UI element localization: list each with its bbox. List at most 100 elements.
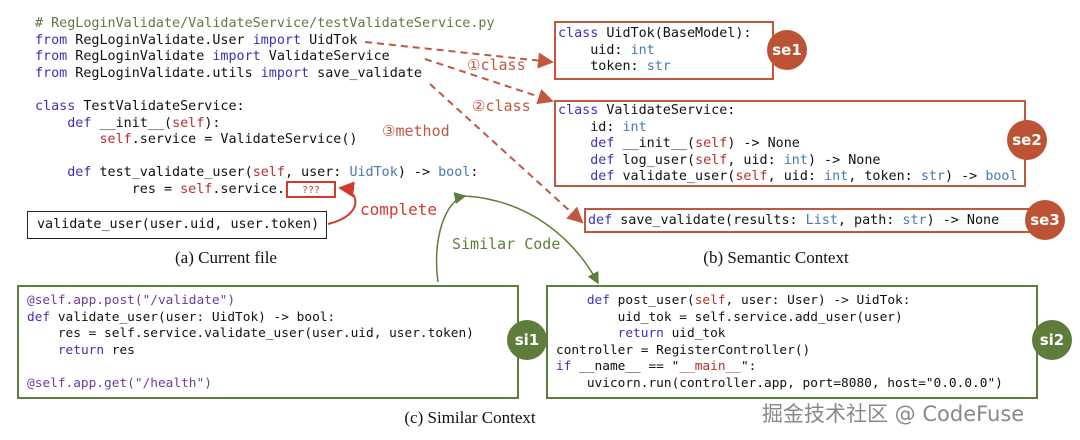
code-token: import [252, 32, 302, 48]
code-token: ) -> None [926, 213, 1000, 228]
label-class-1: ①class [467, 56, 526, 74]
code-token: , user: User) -> UidTok: [725, 293, 911, 308]
code-token: from [35, 65, 68, 81]
code-token: __init__( [614, 136, 696, 152]
code-token [27, 343, 58, 358]
code-token: str [902, 213, 927, 228]
se3-code: def save_validate(results: List, path: s… [588, 213, 999, 230]
complete-label: complete [360, 200, 438, 219]
code-token: self [172, 115, 205, 131]
code-line: class ValidateService: [558, 103, 1018, 120]
code-token: uvicorn.run(controller.app, port=8080, h… [556, 375, 1003, 391]
code-token: ) -> None [807, 152, 881, 168]
code-token: token: [558, 59, 647, 75]
code-token: .service. [212, 181, 285, 197]
code-token: __init__( [91, 115, 173, 131]
si1-badge: si1 [507, 320, 547, 360]
code-line: from RegLoginValidate.utils import save_… [35, 66, 495, 83]
code-line: def __init__(self) -> None [558, 136, 1018, 153]
code-token: ) -> [945, 169, 986, 185]
label-similar-code: Similar Code [452, 235, 561, 253]
code-token: UidTok(BaseModel): [598, 26, 752, 41]
code-line: uvicorn.run(controller.app, port=8080, h… [556, 376, 1003, 393]
code-token: def [590, 152, 615, 168]
code-token: self [252, 165, 285, 181]
current-file-code: # RegLoginValidate/ValidateService/testV… [35, 16, 495, 199]
code-token: ) -> [397, 165, 439, 181]
code-token: import [212, 49, 261, 65]
similar-code-arrow-right [464, 195, 599, 285]
code-token [35, 165, 67, 180]
completion-text: validate_user(user.uid, user.token) [37, 217, 320, 232]
code-line: from RegLoginValidate import ValidateSer… [35, 49, 495, 66]
code-token: self [99, 132, 132, 148]
code-token: return [57, 342, 105, 358]
code-line: self.service = ValidateService() [35, 132, 495, 149]
caption-similar-context: (c) Similar Context [404, 408, 536, 427]
code-token: post_user( [609, 293, 695, 308]
code-token: save_validate(results: [612, 213, 806, 228]
code-token: int [824, 169, 849, 185]
code-line: res = self.service. [35, 182, 495, 199]
completion-box: validate_user(user.uid, user.token) [27, 211, 327, 239]
code-token: @self.app.get("/health") [27, 375, 212, 391]
code-line: def validate_user(self, uid: int, token:… [558, 169, 1018, 186]
code-line: uid_tok = self.service.add_user(user) [556, 310, 1003, 327]
code-line [27, 359, 474, 376]
code-line: return res [27, 343, 474, 360]
code-token [35, 132, 100, 147]
code-token: from [35, 32, 68, 48]
code-token: from [35, 49, 68, 65]
arrow-class-2 [424, 58, 554, 105]
code-token: validate_user(user: UidTok) -> bool: [50, 309, 336, 325]
code-token: ) -> None [727, 136, 800, 152]
arrow-class-1 [364, 41, 554, 69]
code-token: , token: [848, 169, 921, 185]
si2-code: def post_user(self, user: User) -> UidTo… [556, 293, 1003, 393]
watermark: 掘金技术社区 @ CodeFuse [762, 402, 1025, 426]
code-line: controller = RegisterController() [556, 343, 1003, 360]
code-token: @self.app.post("/validate") [27, 293, 236, 308]
label-method-3: ③method [382, 122, 450, 140]
code-token: class [558, 103, 599, 118]
label-class-2: ②class [472, 97, 531, 115]
code-token: res = [35, 181, 181, 197]
code-token: # RegLoginValidate/ValidateService/testV… [35, 16, 495, 31]
arrow-method-3 [429, 83, 584, 224]
code-token: ValidateService [260, 49, 390, 65]
code-token: self [695, 152, 728, 168]
code-token: self [735, 169, 768, 185]
code-token: class [35, 98, 76, 114]
code-line: id: int [558, 120, 1018, 137]
code-token: def [27, 309, 51, 325]
se2-code: class ValidateService: id: int def __ini… [558, 103, 1018, 186]
completion-placeholder: ??? [286, 181, 336, 198]
code-line: def test_validate_user(self, user: UidTo… [35, 165, 495, 182]
code-line: if __name__ == "__main__": [556, 359, 1003, 376]
code-token: RegLoginValidate.utils [67, 65, 261, 81]
si2-badge: si2 [1032, 320, 1072, 360]
code-token: ): [204, 115, 221, 131]
code-token: def [67, 115, 92, 131]
code-line [35, 149, 495, 166]
placeholder-text: ??? [301, 185, 321, 196]
code-token: def [67, 165, 92, 181]
code-token: str [646, 59, 671, 75]
caption-semantic-context: (b) Semantic Context [703, 248, 849, 267]
code-line: class UidTok(BaseModel): [558, 26, 752, 43]
code-token: UidTok [349, 165, 398, 181]
code-token: UidTok [301, 32, 358, 48]
code-token: import [260, 65, 310, 81]
code-token: TestValidateService: [75, 98, 245, 114]
caption-current-file: (a) Current file [175, 248, 277, 267]
code-token: self [180, 181, 213, 197]
code-line: def __init__(self): [35, 116, 495, 133]
code-token [558, 153, 590, 168]
se2-badge: se2 [1007, 120, 1047, 160]
code-token: __name__ == " [571, 359, 680, 375]
code-token: bool [985, 169, 1018, 185]
similar-code-arrow-left [435, 192, 467, 283]
code-token: test_validate_user( [91, 165, 253, 181]
si2-box: def post_user(self, user: User) -> UidTo… [546, 285, 1038, 399]
